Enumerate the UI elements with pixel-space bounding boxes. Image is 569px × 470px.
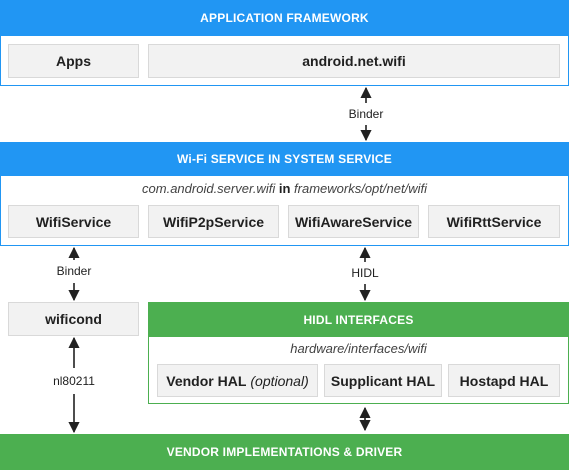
hostapd-hal-box: Hostapd HAL xyxy=(448,364,560,397)
hidl-interfaces-header: HIDL INTERFACES xyxy=(148,302,569,337)
wifiservice-box: WifiService xyxy=(8,205,139,238)
wifirttservice-box: WifiRttService xyxy=(428,205,560,238)
supplicant-hal-box: Supplicant HAL xyxy=(324,364,442,397)
wifi-service-header: Wi-Fi SERVICE IN SYSTEM SERVICE xyxy=(0,142,569,176)
wifi-service-path: frameworks/opt/net/wifi xyxy=(294,181,427,196)
wifiawareservice-box: WifiAwareService xyxy=(288,205,419,238)
wifip2pservice-box: WifiP2pService xyxy=(148,205,279,238)
wifi-service-package: com.android.server.wifi xyxy=(142,181,276,196)
vendor-hal-optional-note: (optional) xyxy=(250,372,309,389)
wifi-service-path-line: com.android.server.wifi in frameworks/op… xyxy=(0,181,569,199)
nl80211-label: nl80211 xyxy=(40,372,108,390)
vendor-hal-label: Vendor HAL xyxy=(166,372,247,389)
vendor-hal-box: Vendor HAL (optional) xyxy=(157,364,318,397)
wifi-service-in-word: in xyxy=(278,181,291,196)
binder-left-label: Binder xyxy=(46,262,102,280)
application-framework-header: APPLICATION FRAMEWORK xyxy=(0,0,569,36)
apps-box: Apps xyxy=(8,44,139,78)
hidl-label: HIDL xyxy=(340,264,390,282)
binder-top-label: Binder xyxy=(338,105,394,123)
android-net-wifi-box: android.net.wifi xyxy=(148,44,560,78)
wificond-box: wificond xyxy=(8,302,139,336)
vendor-implementations-bar: VENDOR IMPLEMENTATIONS & DRIVER xyxy=(0,434,569,470)
hidl-interfaces-path: hardware/interfaces/wifi xyxy=(290,341,427,356)
